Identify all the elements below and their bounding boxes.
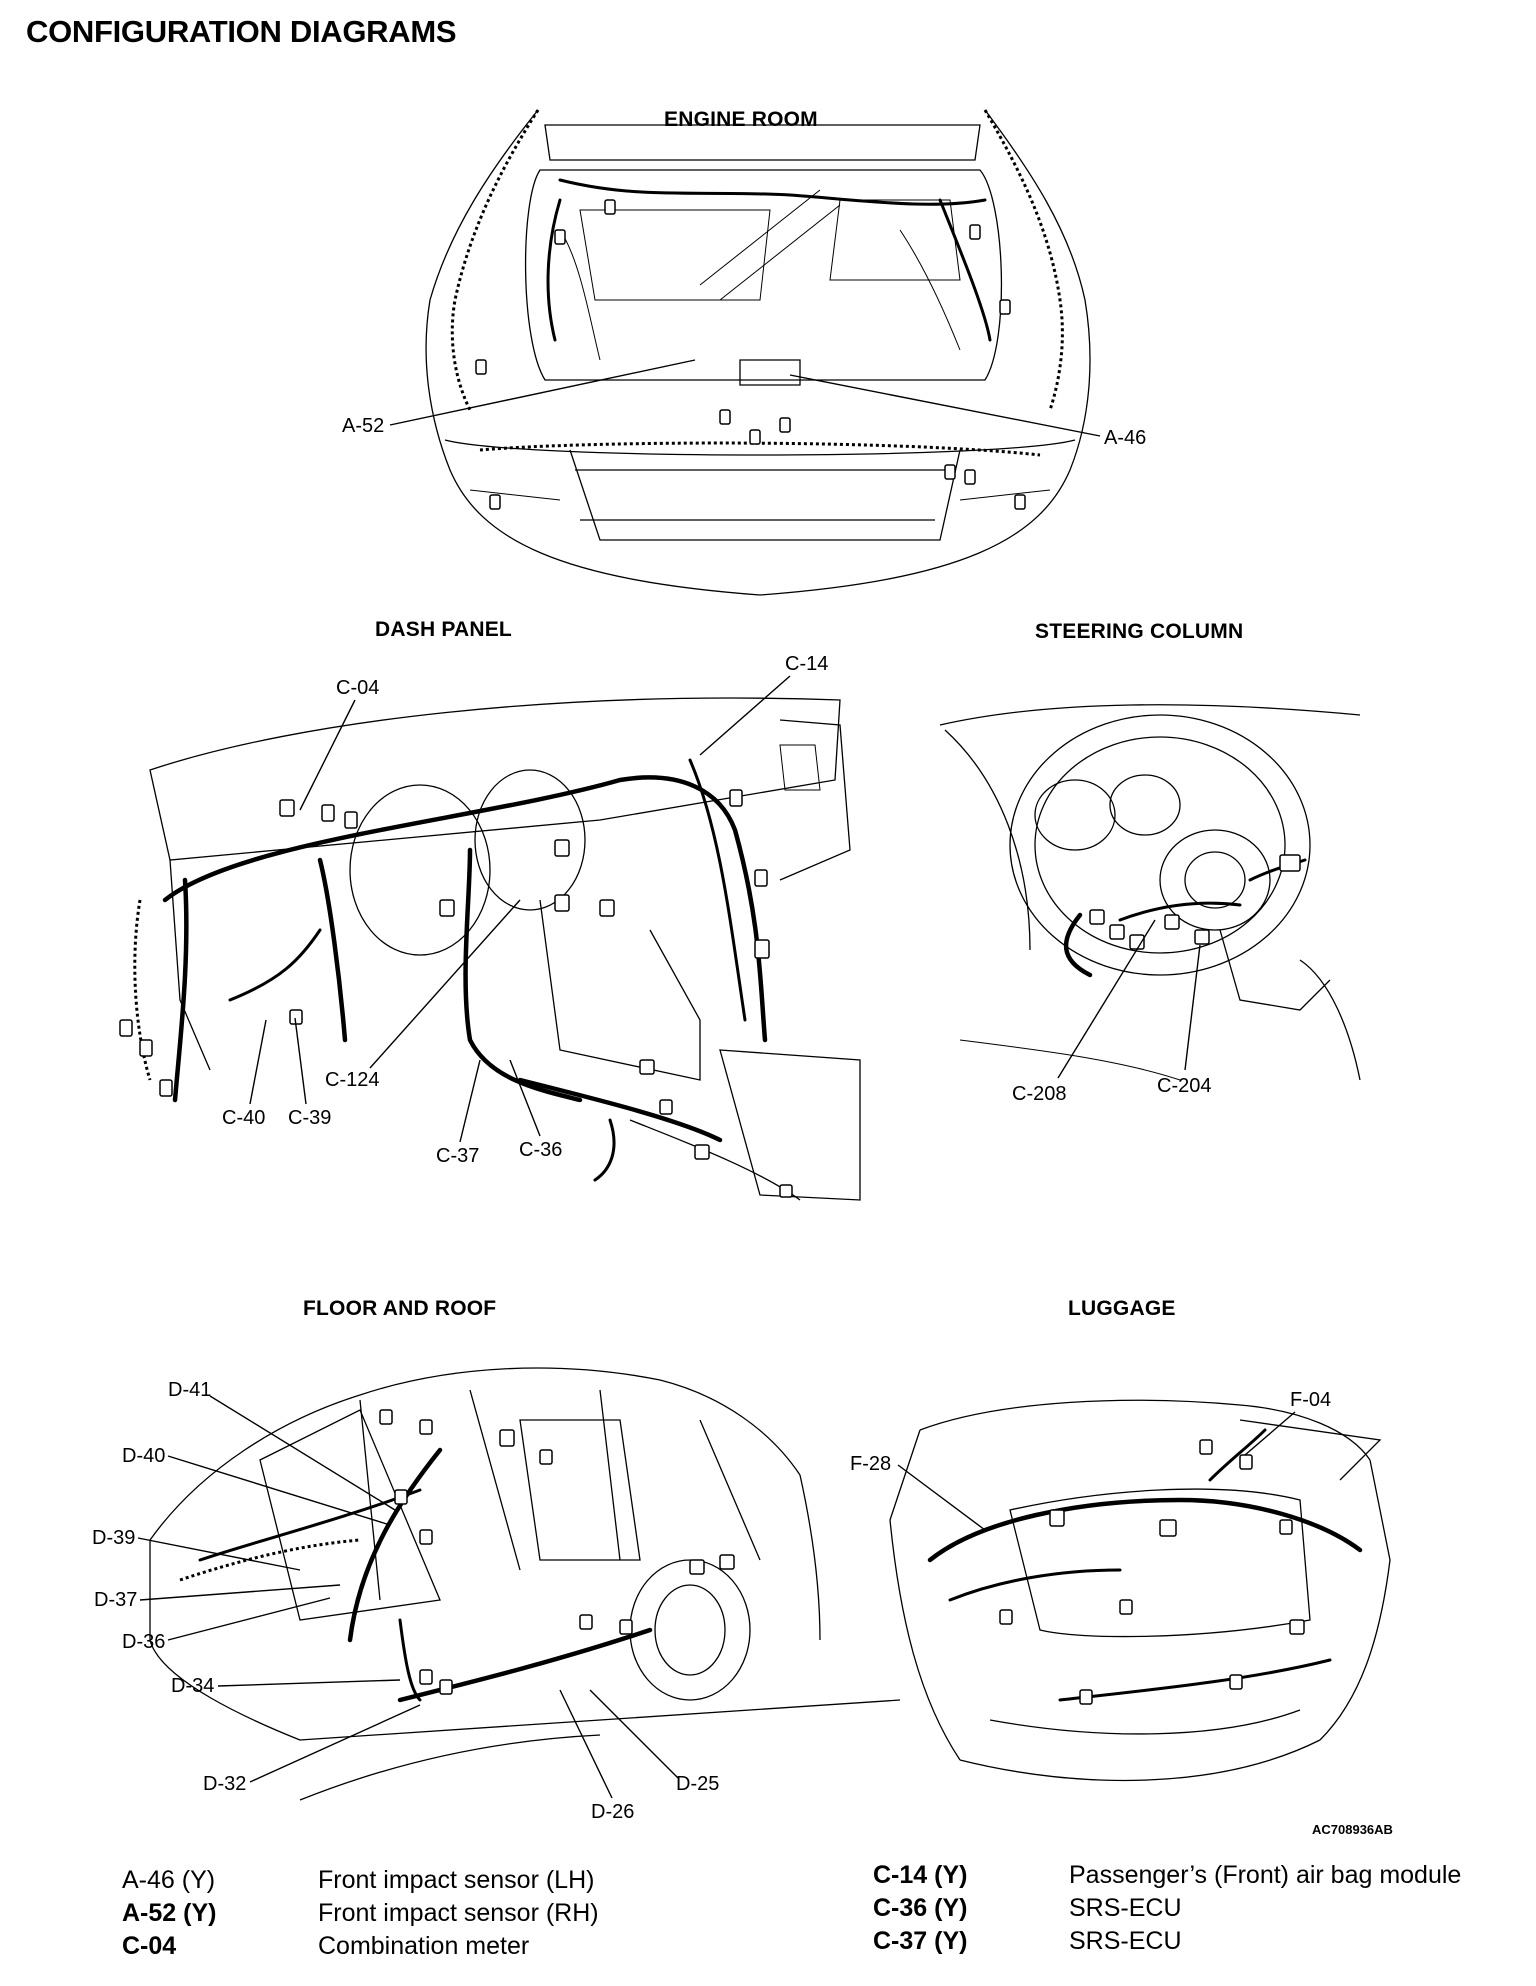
legend-name: Passenger’s (Front) air bag module bbox=[1069, 1861, 1462, 1889]
figure-code: AC708936AB bbox=[1312, 1822, 1393, 1837]
luggage-illustration bbox=[889, 1399, 1391, 1782]
dash-panel-illustration bbox=[119, 697, 861, 1201]
callout-C-14: C-14 bbox=[785, 653, 828, 675]
callout-C-124: C-124 bbox=[325, 1069, 379, 1091]
legend-code: C-14 (Y) bbox=[873, 1861, 968, 1889]
callout-D-39: D-39 bbox=[92, 1527, 135, 1549]
callout-D-25: D-25 bbox=[676, 1773, 719, 1795]
callout-C-204: C-204 bbox=[1157, 1075, 1211, 1097]
legend-code: C-36 (Y) bbox=[873, 1894, 968, 1922]
legend-code: A-46 (Y) bbox=[122, 1866, 216, 1894]
callout-C-39: C-39 bbox=[288, 1107, 331, 1129]
callout-D-32: D-32 bbox=[203, 1773, 246, 1795]
steering-column-connectors bbox=[1089, 854, 1301, 950]
callout-C-36: C-36 bbox=[519, 1139, 562, 1161]
section-title-floor-and-roof: FLOOR AND ROOF bbox=[303, 1297, 497, 1320]
legend-name: SRS-ECU bbox=[1069, 1927, 1182, 1955]
callout-D-41: D-41 bbox=[168, 1379, 211, 1401]
legend-row: A-52 (Y) Front impact sensor (RH) bbox=[122, 1898, 599, 1928]
callout-A-46: A-46 bbox=[1104, 427, 1146, 449]
legend-name: Front impact sensor (RH) bbox=[318, 1899, 599, 1927]
section-title-dash-panel: DASH PANEL bbox=[375, 618, 512, 641]
legend-code: C-37 (Y) bbox=[873, 1927, 968, 1955]
callout-D-36: D-36 bbox=[122, 1631, 165, 1653]
callout-D-40: D-40 bbox=[122, 1445, 165, 1467]
callout-D-26: D-26 bbox=[591, 1801, 634, 1823]
callout-C-37: C-37 bbox=[436, 1145, 479, 1167]
legend-name: Combination meter bbox=[318, 1932, 530, 1960]
floor-and-roof-connectors bbox=[379, 1409, 735, 1695]
section-title-luggage: LUGGAGE bbox=[1068, 1297, 1176, 1320]
callout-D-34: D-34 bbox=[171, 1675, 214, 1697]
luggage-connectors bbox=[999, 1439, 1305, 1705]
steering-column-illustration bbox=[939, 704, 1361, 1081]
page-title: CONFIGURATION DIAGRAMS bbox=[26, 14, 457, 49]
engine-room-connectors bbox=[475, 199, 1026, 510]
callout-F-28: F-28 bbox=[850, 1453, 891, 1475]
legend-name: SRS-ECU bbox=[1069, 1894, 1182, 1922]
section-title-steering-column: STEERING COLUMN bbox=[1035, 620, 1244, 643]
legend-row: A-46 (Y) Front impact sensor (LH) bbox=[122, 1865, 594, 1895]
callout-A-52: A-52 bbox=[342, 415, 384, 437]
dash-panel-connectors bbox=[119, 789, 793, 1198]
legend-name: Front impact sensor (LH) bbox=[318, 1866, 595, 1894]
callout-C-40: C-40 bbox=[222, 1107, 265, 1129]
callout-C-208: C-208 bbox=[1012, 1083, 1066, 1105]
legend-row: C-14 (Y) Passenger’s (Front) air bag modu… bbox=[873, 1860, 1461, 1890]
legend-row: C-04 Combination meter bbox=[122, 1931, 529, 1961]
legend-code: C-04 bbox=[122, 1932, 177, 1960]
callout-D-37: D-37 bbox=[94, 1589, 137, 1611]
legend-row: C-37 (Y) SRS-ECU bbox=[873, 1926, 1182, 1956]
callout-C-04: C-04 bbox=[336, 677, 379, 699]
floor-and-roof-illustration bbox=[149, 1367, 901, 1801]
callout-F-04: F-04 bbox=[1290, 1389, 1331, 1411]
engine-room-illustration bbox=[425, 109, 1091, 596]
legend-row: C-36 (Y) SRS-ECU bbox=[873, 1893, 1182, 1923]
legend-code: A-52 (Y) bbox=[122, 1899, 217, 1927]
